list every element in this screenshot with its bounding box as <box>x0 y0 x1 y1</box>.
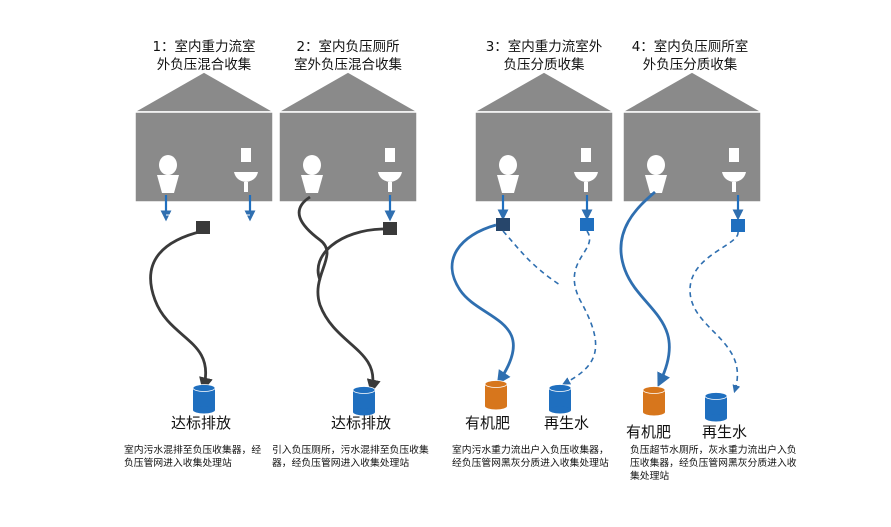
panel-3-description: 室内污水重力流出户入负压收集器，经负压管网黑灰分质进入收集处理站 <box>452 445 609 469</box>
house-2-mirror-icon <box>385 148 395 162</box>
panel-4-water-tank-lid <box>704 392 728 400</box>
panel-3-water-tank <box>548 384 572 414</box>
house-1-wall <box>134 111 274 203</box>
house-1-sink-stand-icon <box>244 182 248 192</box>
panel-1-title-line2: 外负压混合收集 <box>156 57 252 73</box>
panel-1-water-tank <box>192 384 216 414</box>
house-1 <box>131 71 277 203</box>
house-1-toilet-bowl-icon <box>157 175 179 193</box>
panel-3-title-line1: 3：室内重力流室外 <box>485 39 603 55</box>
house-2-toilet-tank-icon <box>303 155 321 175</box>
house-2-roof <box>275 71 421 113</box>
panel-2-title-line1: 2：室内负压厕所 <box>296 39 400 55</box>
panel-1-water-tank-body <box>193 388 215 410</box>
house-4-toilet-bowl-icon <box>645 175 667 193</box>
panel-4-water-label: 再生水 <box>702 423 748 441</box>
panel-4-description: 负压超节水厕所，灰水重力流出户入负压收集器，经负压管网黑灰分质进入收集处理站 <box>630 445 797 482</box>
panel-1-output-label: 达标排放 <box>171 414 232 432</box>
house-4 <box>619 71 765 203</box>
house-3-wall <box>474 111 614 203</box>
panel-3-organic-tank-lid <box>484 380 508 388</box>
panel-4-title-line2: 外负压分质收集 <box>642 57 738 73</box>
panel-2-water-tank-base <box>353 408 375 416</box>
panel-4-title-line1: 4：室内负压厕所室 <box>631 39 749 55</box>
panel-1-water-tank-lid <box>192 384 216 392</box>
panel-1-title-line1: 1：室内重力流室 <box>152 39 256 55</box>
house-2-wall <box>278 111 418 203</box>
panel-2-collector-box <box>383 222 397 235</box>
panel-2-output-label: 达标排放 <box>331 414 392 432</box>
house-3-sink-icon <box>574 172 598 182</box>
panel-3-organic-tank-base <box>485 402 507 410</box>
house-2 <box>275 71 421 203</box>
panel-4-blackwater-pipe <box>619 190 671 388</box>
house-3-roof <box>471 71 617 113</box>
panel-4-organic-tank-body <box>643 390 665 412</box>
panel-3-blackwater-pipe-dashed <box>502 230 561 286</box>
panel-3-blackwater-pipe <box>450 223 515 385</box>
house-1-sink-icon <box>234 172 258 182</box>
panel-3-organic-tank-body <box>485 384 507 406</box>
panel-4-organic-label: 有机肥 <box>626 423 672 441</box>
panel-3-graywater-pipe <box>562 230 597 385</box>
panel-3-water-tank-lid <box>548 384 572 392</box>
panel-1-water-tank-base <box>193 406 215 414</box>
house-1-mirror-icon <box>241 148 251 162</box>
panel-4-water-tank-body <box>705 396 727 418</box>
panel-4-organic-tank-lid <box>642 386 666 394</box>
panel-4-organic-tank-base <box>643 408 665 416</box>
panel-3-water-label: 再生水 <box>544 414 590 432</box>
house-4-roof <box>619 71 765 113</box>
house-4-toilet-tank-icon <box>647 155 665 175</box>
panel-3-title: 3：室内重力流室外 负压分质收集 <box>474 38 614 74</box>
panel-3-water-tank-body <box>549 388 571 410</box>
panel-2-toilet-pipe <box>297 195 381 394</box>
panel-4-water-tank-base <box>705 414 727 422</box>
house-2-sink-stand-icon <box>388 182 392 192</box>
panel-4-water-tank <box>704 392 728 422</box>
panel-2-description: 引入负压厕所，污水混排至负压收集器，经负压管网进入收集处理站 <box>272 445 429 469</box>
house-3-mirror-icon <box>581 148 591 162</box>
panel-3-blackwater-box <box>496 218 510 231</box>
panel-2-water-tank-lid <box>352 386 376 394</box>
panel-3-water-tank-base <box>549 406 571 414</box>
panel-2-water-tank-body <box>353 390 375 412</box>
house-3-sink-stand-icon <box>584 182 588 192</box>
panel-3-title-line2: 负压分质收集 <box>503 57 585 73</box>
house-4-sink-stand-icon <box>732 182 736 192</box>
panel-2-water-tank <box>352 386 376 416</box>
panel-4-graywater-box <box>731 219 745 232</box>
panel-1-mixed-pipe <box>149 229 213 392</box>
house-3-toilet-bowl-icon <box>497 175 519 193</box>
house-3-toilet-tank-icon <box>499 155 517 175</box>
house-3 <box>471 71 617 203</box>
panel-1-title: 1：室内重力流室 外负压混合收集 <box>140 38 268 74</box>
panel-3-organic-label: 有机肥 <box>465 414 511 432</box>
panel-2-title: 2：室内负压厕所 室外负压混合收集 <box>282 38 414 74</box>
house-2-sink-icon <box>378 172 402 182</box>
panel-4-title: 4：室内负压厕所室 外负压分质收集 <box>620 38 760 74</box>
house-4-mirror-icon <box>729 148 739 162</box>
house-1-roof <box>131 71 277 113</box>
house-4-wall <box>622 111 762 203</box>
panel-2-title-line2: 室外负压混合收集 <box>294 57 402 73</box>
panel-1-description: 室内污水混排至负压收集器，经负压管网进入收集处理站 <box>124 445 262 469</box>
panel-3-graywater-box <box>580 218 594 231</box>
house-4-sink-icon <box>722 172 746 182</box>
house-2-toilet-bowl-icon <box>301 175 323 193</box>
house-1-toilet-tank-icon <box>159 155 177 175</box>
panel-2-sink-pipe <box>316 227 384 281</box>
panel-4-organic-tank <box>642 386 666 416</box>
panel-3-organic-tank <box>484 380 508 410</box>
panel-4-graywater-pipe <box>689 231 741 394</box>
